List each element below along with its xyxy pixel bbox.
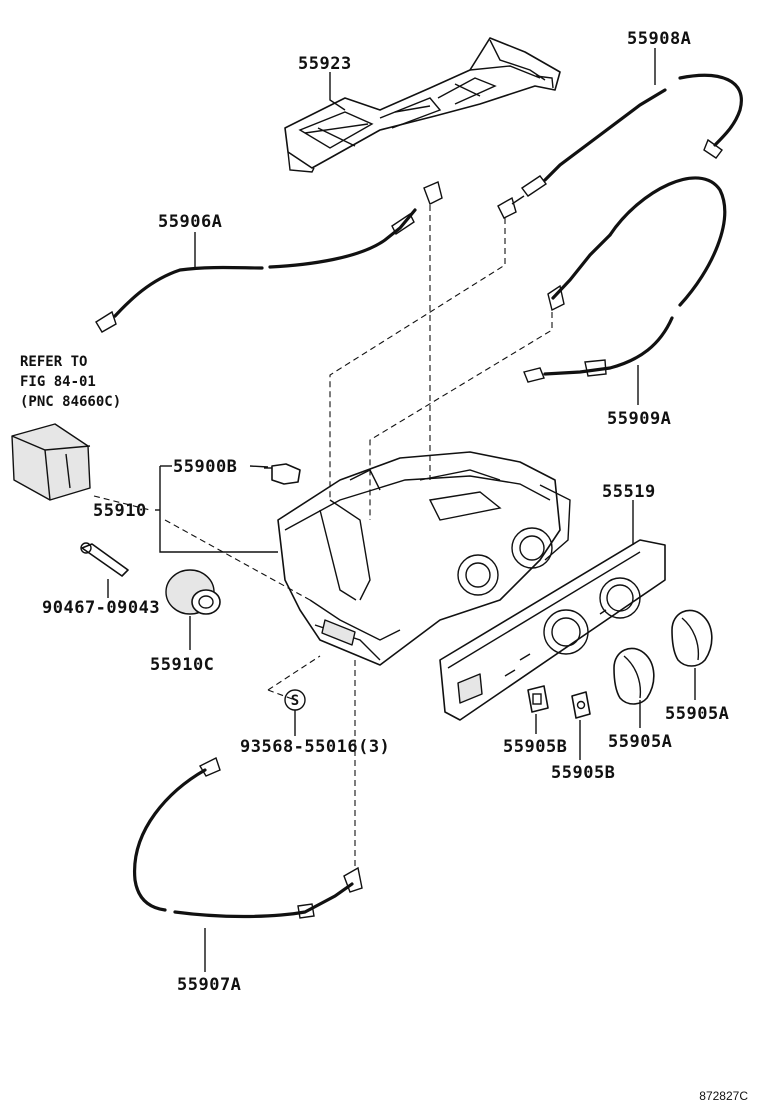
reference-line-3: (PNC 84660C) (20, 394, 121, 410)
knob-55905B-right (571, 691, 591, 719)
label-55910C: 55910C (150, 655, 214, 675)
label-55905B-1: 55905B (503, 737, 567, 757)
label-55905B-2: 55905B (551, 763, 615, 783)
part-55923-duct (284, 37, 561, 173)
screw-symbol: S (284, 689, 306, 711)
cable-55908A (497, 73, 743, 219)
cable-55909A (523, 176, 727, 383)
reference-line-1: REFER TO (20, 354, 87, 370)
leader-lines (107, 48, 696, 972)
label-55905A-2: 55905A (665, 704, 729, 724)
cable-55906A (95, 181, 443, 333)
reference-line-2: FIG 84-01 (20, 374, 96, 390)
label-55905A-1: 55905A (608, 732, 672, 752)
label-55908A: 55908A (627, 29, 691, 49)
panel-55519 (439, 539, 666, 721)
dashed-guides (93, 205, 553, 870)
label-55519: 55519 (602, 482, 656, 502)
label-55907A: 55907A (177, 975, 241, 995)
cable-55907A (133, 757, 363, 919)
svg-text:S: S (291, 693, 299, 709)
connector-84660C (11, 423, 91, 501)
label-90467-09043: 90467-09043 (42, 598, 160, 618)
heater-control-body-55910 (277, 451, 571, 666)
grommet-55910C (165, 569, 221, 615)
clip-90467-09043 (80, 542, 129, 577)
knob-55905A-left (613, 647, 655, 705)
label-55910: 55910 (93, 501, 147, 521)
figure-code: 872827C (699, 1089, 748, 1103)
label-55923: 55923 (298, 54, 352, 74)
knob-55905B-left (527, 685, 549, 713)
label-55909A: 55909A (607, 409, 671, 429)
knob-55905A-right (671, 609, 713, 667)
label-55900B: 55900B (173, 457, 237, 477)
label-93568-55016: 93568-55016(3) (240, 737, 390, 757)
label-55906A: 55906A (158, 212, 222, 232)
bulb-55900B (264, 463, 301, 485)
